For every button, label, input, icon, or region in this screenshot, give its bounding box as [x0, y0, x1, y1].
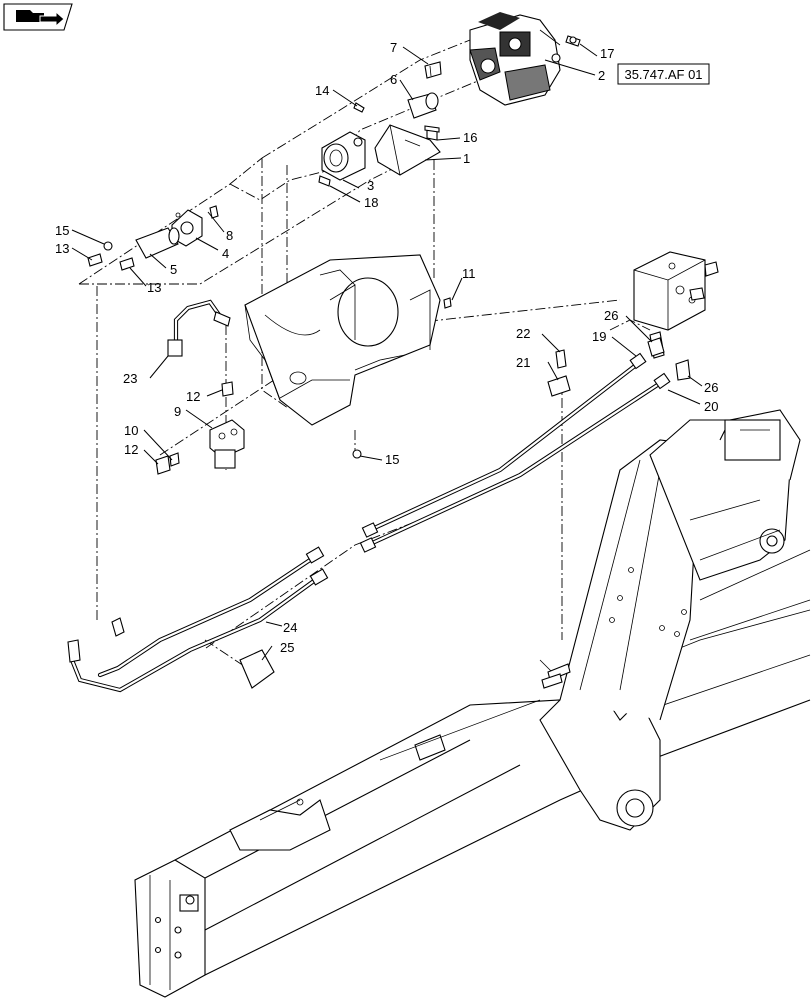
callout-13a[interactable]: 13 [55, 241, 69, 256]
bolt-17 [565, 35, 581, 47]
nut-15 [103, 241, 113, 251]
callout-9[interactable]: 9 [174, 404, 181, 419]
callout-25[interactable]: 25 [280, 640, 294, 655]
fitting-13a [87, 253, 103, 267]
hydraulic-motor [469, 12, 561, 106]
callout-16[interactable]: 16 [463, 130, 477, 145]
callout-10[interactable]: 10 [124, 423, 138, 438]
adapter-3 [321, 131, 366, 181]
pin-10 [169, 452, 180, 467]
callout-6[interactable]: 6 [390, 72, 397, 87]
bolt-22 [555, 349, 567, 369]
callout-12a[interactable]: 12 [186, 389, 200, 404]
bolt-8 [209, 205, 219, 219]
callout-3[interactable]: 3 [367, 178, 374, 193]
callout-13b[interactable]: 13 [147, 280, 161, 295]
callout-18[interactable]: 18 [364, 195, 378, 210]
callout-15b[interactable]: 15 [385, 452, 399, 467]
callout-20[interactable]: 20 [704, 399, 718, 414]
bolt-14 [353, 102, 365, 113]
hose-24 [67, 546, 329, 693]
nut-15b [352, 449, 362, 459]
reference-box[interactable]: 35.747.AF 01 [617, 63, 710, 85]
callout-26b[interactable]: 26 [704, 380, 718, 395]
callouts: 1 2 3 4 5 6 7 8 9 10 11 12 12 13 13 14 1… [55, 40, 718, 655]
elbow-26b [675, 359, 691, 381]
callout-26a[interactable]: 26 [604, 308, 618, 323]
callout-23[interactable]: 23 [123, 371, 137, 386]
tube-23 [167, 299, 231, 357]
callout-8[interactable]: 8 [226, 228, 233, 243]
callout-22[interactable]: 22 [516, 326, 530, 341]
bracket-1 [374, 124, 441, 176]
callout-5[interactable]: 5 [170, 262, 177, 277]
cylinder-5 [135, 227, 180, 259]
coupler-6 [407, 92, 439, 119]
clamp-21 [547, 375, 571, 397]
boom-fittings [541, 663, 571, 689]
callout-21[interactable]: 21 [516, 355, 530, 370]
callout-15a[interactable]: 15 [55, 223, 69, 238]
callout-17[interactable]: 17 [600, 46, 614, 61]
cover-25 [239, 649, 275, 689]
phantom-lines [78, 39, 651, 671]
callout-12b[interactable]: 12 [124, 442, 138, 457]
callout-1[interactable]: 1 [463, 151, 470, 166]
callout-14[interactable]: 14 [315, 83, 329, 98]
valve-block [633, 251, 719, 359]
callout-4[interactable]: 4 [222, 246, 229, 261]
bolt-16 [424, 125, 440, 141]
clip-7 [424, 61, 442, 79]
callout-24[interactable]: 24 [283, 620, 297, 635]
mounting-bracket [244, 254, 441, 426]
bolt-11 [443, 297, 452, 309]
callout-2[interactable]: 2 [598, 68, 605, 83]
bolt-18 [318, 175, 331, 187]
elbow-26a [647, 337, 665, 357]
reference-label[interactable]: 35.747.AF 01 [624, 67, 702, 82]
callout-11[interactable]: 11 [462, 266, 476, 281]
boom-frame [134, 409, 811, 998]
valve-9 [209, 419, 245, 469]
fitting-13b [119, 257, 135, 271]
callout-7[interactable]: 7 [390, 40, 397, 55]
folder-arrow-icon[interactable] [3, 3, 73, 31]
hose-20 [359, 372, 671, 553]
leader-lines [71, 43, 703, 661]
fitting-12a [221, 381, 234, 397]
hose-19 [361, 352, 647, 538]
fitting-12b [155, 455, 171, 475]
callout-19[interactable]: 19 [592, 329, 606, 344]
